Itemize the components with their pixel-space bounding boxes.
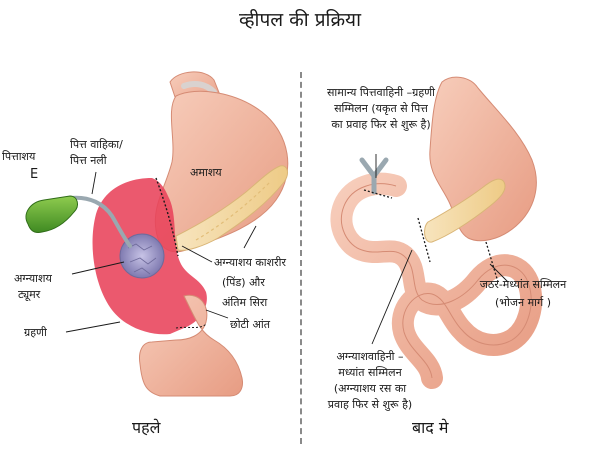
small-intestine (139, 294, 243, 397)
label-pancreatic-anastomosis-line1: अग्न्याशवाहिनी – (336, 350, 404, 363)
pancreas-remnant (424, 178, 506, 243)
label-pancreas-line2: (पिंड) और (222, 276, 265, 289)
label-bile-anastomosis-line2: सम्मिलन (यकृत से पित्त (334, 102, 428, 115)
label-pancreas-line1: अग्न्याशय काशरीर (214, 256, 286, 269)
label-bile-anastomosis-line1: सामान्य पित्तवाहिनी –ग्रहणी (327, 86, 435, 99)
after-anatomy (330, 76, 543, 389)
diagram-title: व्हीपल की प्रक्रिया (238, 9, 362, 31)
label-gastro-anastomosis-line2: (भोजन मार्ग ) (494, 296, 552, 309)
label-pancreatic-anastomosis-line4: प्रवाह फिर से शुरू है) (327, 398, 413, 411)
before-anatomy (25, 71, 289, 397)
label-stomach-before: अमाशय (190, 166, 222, 179)
stomach-after (429, 76, 537, 242)
before-after-divider (300, 72, 302, 444)
label-bile-duct-line2: पित्त नली (70, 154, 107, 167)
label-pancreatic-anastomosis-line2: मध्यांत सम्मिलन (338, 366, 402, 379)
label-gallbladder: पित्ताशय (2, 150, 36, 163)
label-bile-duct-line1: पित्त वाहिका/ (70, 138, 123, 151)
label-pancreas-line3: अंतिम सिरा (222, 296, 268, 309)
caption-after: बाद मे (412, 418, 449, 437)
pancreas-body-tail (175, 165, 288, 251)
label-gallbladder-marker: E (30, 167, 39, 182)
label-gastro-anastomosis-line1: जठर-मध्यांत सम्मिलन (479, 278, 567, 291)
gallbladder (25, 195, 78, 233)
label-small-intestine: छोटी आंत (230, 318, 270, 331)
caption-before: पहले (132, 418, 161, 437)
label-duodenum: ग्रहणी (24, 326, 47, 339)
bile-duct (68, 195, 132, 248)
label-pancreatic-anastomosis-line3: (अग्न्याशय रस का (333, 382, 407, 395)
label-tumor-line1: अग्न्याशय (14, 272, 52, 285)
label-tumor-line2: ट्यूमर (18, 288, 41, 301)
label-bile-anastomosis-line3: का प्रवाह फिर से शुरू है) (331, 118, 431, 131)
bile-duct-stump (359, 157, 389, 195)
